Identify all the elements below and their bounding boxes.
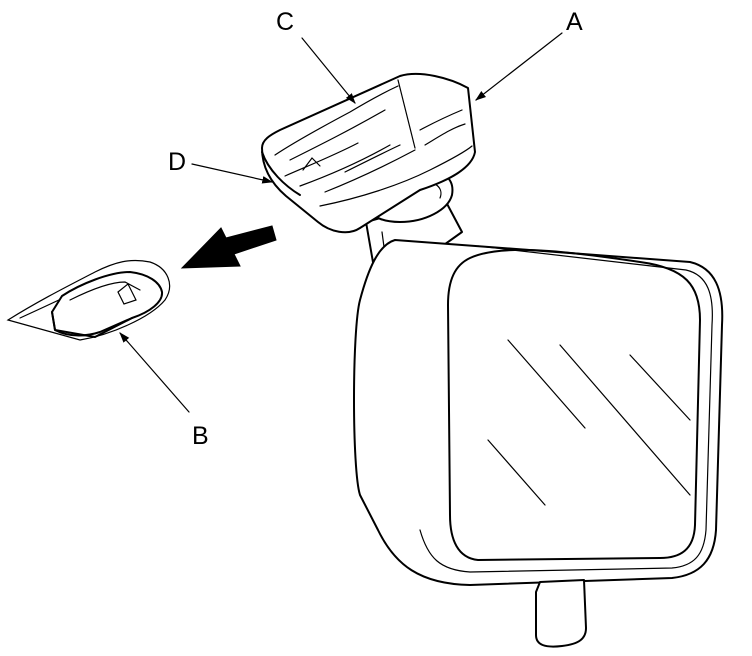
callout-a: A xyxy=(566,8,583,36)
leader-line-c xyxy=(301,37,356,104)
mirror-mount-a xyxy=(261,72,476,234)
leader-line-d xyxy=(191,163,274,184)
callout-d: D xyxy=(168,148,186,176)
callout-c: C xyxy=(276,8,294,36)
callout-b: B xyxy=(192,422,209,450)
mirror-adjust-tab xyxy=(535,579,587,648)
rearview-mirror-head xyxy=(353,239,724,586)
removal-direction-arrow xyxy=(180,225,277,269)
leader-line-b xyxy=(119,332,190,413)
leader-line-a xyxy=(475,32,563,101)
windshield-bracket-b xyxy=(6,259,171,341)
